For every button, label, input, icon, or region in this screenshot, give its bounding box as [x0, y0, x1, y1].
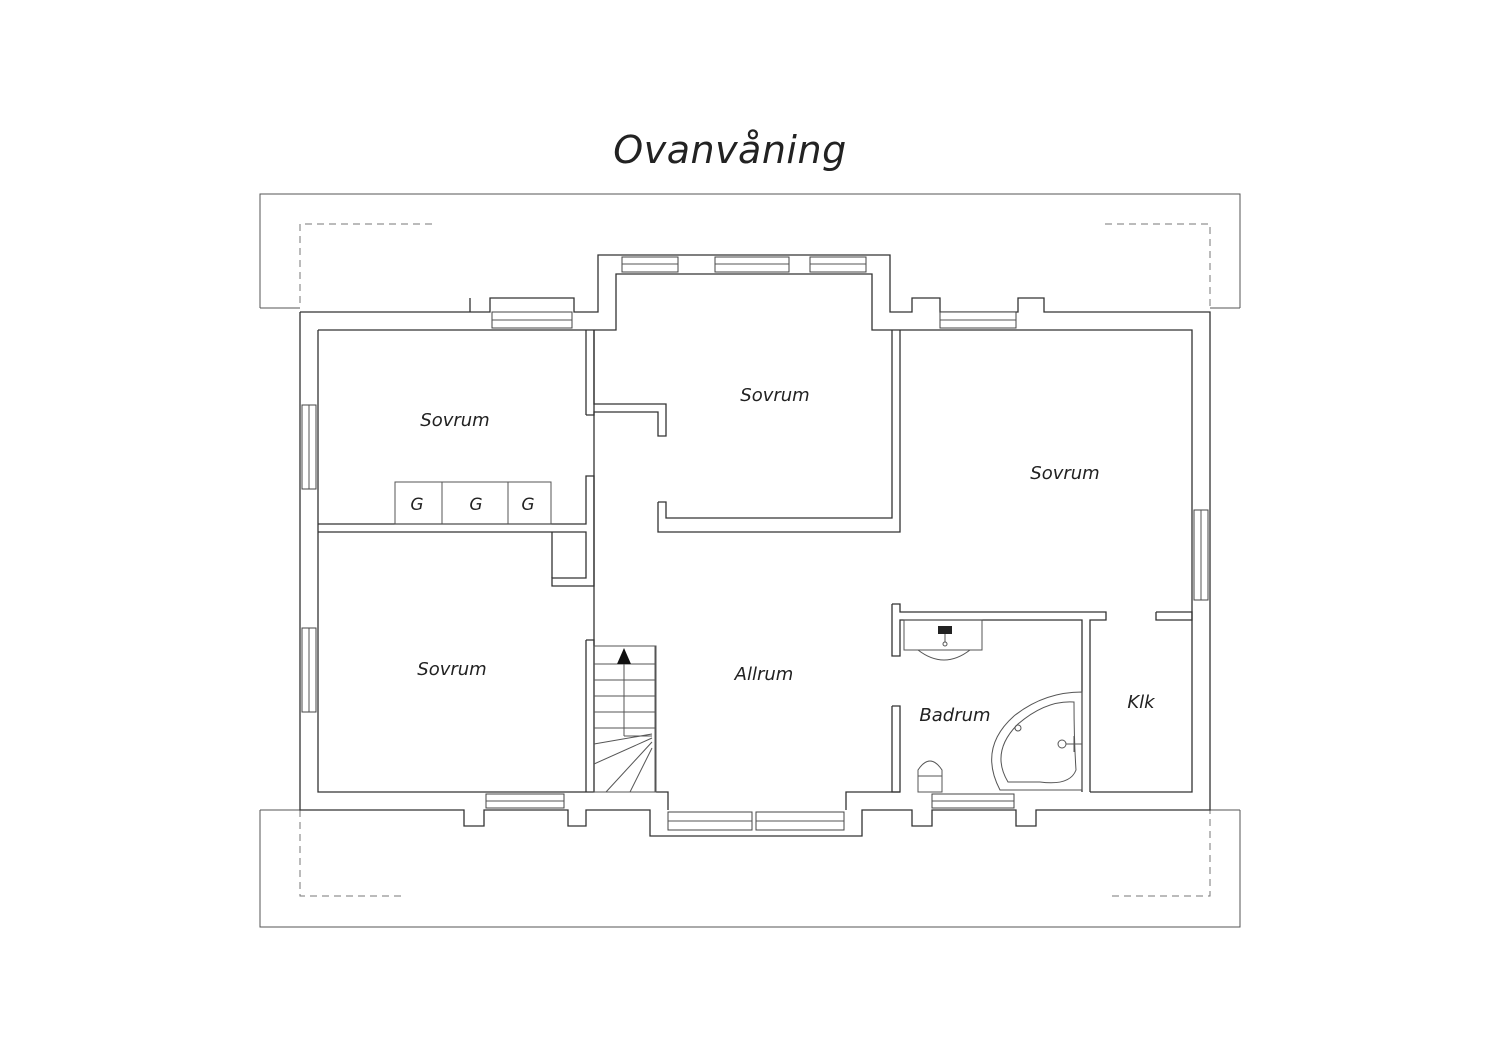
room-label-sovrum-e: Sovrum	[1030, 463, 1099, 484]
room-label-sovrum-sw: Sovrum	[417, 659, 486, 680]
wardrobe-label: G	[469, 495, 482, 515]
toilet-icon	[917, 760, 943, 793]
floor-plan-title: Ovanvåning	[613, 128, 847, 172]
corner-bathtub-icon	[991, 691, 1083, 791]
room-label-allrum: Allrum	[734, 664, 794, 685]
roof-outline-bottom	[259, 809, 1241, 928]
dashed-eave-lines	[299, 223, 1211, 897]
stair-direction-arrow-icon	[617, 648, 631, 664]
room-label-klk: Klk	[1127, 692, 1156, 713]
roof-outline-top	[259, 193, 1241, 309]
wardrobe-label: G	[521, 495, 534, 515]
staircase	[593, 645, 657, 793]
room-label-badrum: Badrum	[919, 705, 990, 726]
room-label-sovrum-nw: Sovrum	[420, 410, 489, 431]
wardrobe-label: G	[410, 495, 423, 515]
windows	[301, 256, 1209, 831]
washbasin-icon	[903, 619, 983, 661]
wardrobes: G G G	[394, 481, 552, 525]
interior-walls	[318, 330, 1193, 793]
bathroom-fixtures	[903, 619, 1083, 793]
room-label-sovrum-n: Sovrum	[740, 385, 809, 406]
